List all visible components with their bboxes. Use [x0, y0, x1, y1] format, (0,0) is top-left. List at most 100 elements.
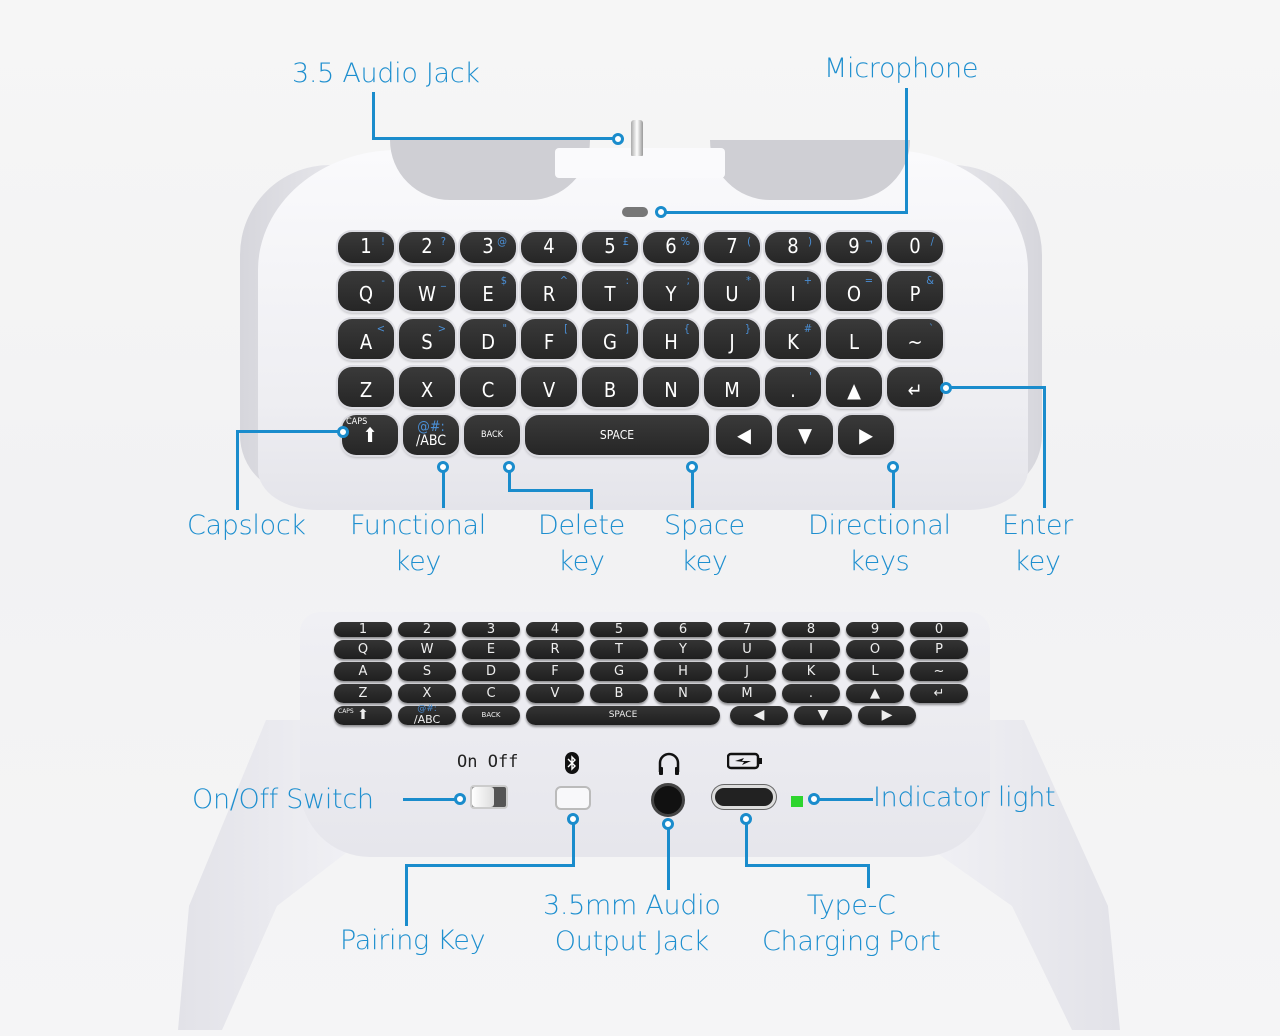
key-symbol[interactable]: .: [782, 683, 840, 703]
key-4[interactable]: 4: [526, 622, 584, 637]
key-k[interactable]: K: [782, 661, 840, 681]
key-c[interactable]: C: [462, 683, 520, 703]
key-symbol[interactable]: ~: [910, 661, 968, 681]
key-6[interactable]: 6%: [643, 232, 699, 264]
key-u[interactable]: U: [718, 639, 776, 659]
key-j[interactable]: J: [718, 661, 776, 681]
key-symbol[interactable]: ▲: [846, 683, 904, 703]
key-1[interactable]: 1!: [338, 232, 394, 264]
key-8[interactable]: 8: [782, 622, 840, 637]
key-v[interactable]: V: [521, 367, 577, 408]
key-b[interactable]: B: [582, 367, 638, 408]
key-g[interactable]: G]: [582, 319, 638, 360]
key-m[interactable]: M: [718, 683, 776, 703]
right-arrow-key[interactable]: ▶: [858, 705, 916, 725]
caps-key[interactable]: CAPS⬆: [342, 415, 398, 456]
key-h[interactable]: H: [654, 661, 712, 681]
key-f[interactable]: F[: [521, 319, 577, 360]
key-a[interactable]: A: [334, 661, 392, 681]
key-symbol[interactable]: ↵: [887, 367, 943, 408]
key-o[interactable]: O=: [826, 271, 882, 312]
key-5[interactable]: 5£: [582, 232, 638, 264]
left-arrow-key[interactable]: ◀: [730, 705, 788, 725]
key-0[interactable]: 0: [910, 622, 968, 637]
key-0[interactable]: 0/: [887, 232, 943, 264]
key-symbol[interactable]: ~`: [887, 319, 943, 360]
left-arrow-key[interactable]: ◀: [716, 415, 772, 456]
key-d[interactable]: D": [460, 319, 516, 360]
key-symbol[interactable]: ▲: [826, 367, 882, 408]
down-arrow-key[interactable]: ▼: [794, 705, 852, 725]
key-m[interactable]: M: [704, 367, 760, 408]
key-v[interactable]: V: [526, 683, 584, 703]
key-u[interactable]: U*: [704, 271, 760, 312]
key-f[interactable]: F: [526, 661, 584, 681]
space-key[interactable]: SPACE: [526, 705, 720, 725]
key-x[interactable]: X: [398, 683, 456, 703]
key-h[interactable]: H{: [643, 319, 699, 360]
key-y[interactable]: Y;: [643, 271, 699, 312]
key-c[interactable]: C: [460, 367, 516, 408]
key-p[interactable]: P&: [887, 271, 943, 312]
key-9[interactable]: 9: [846, 622, 904, 637]
pairing-button[interactable]: [555, 786, 591, 810]
key-y[interactable]: Y: [654, 639, 712, 659]
key-g[interactable]: G: [590, 661, 648, 681]
key-n[interactable]: N: [643, 367, 699, 408]
key-8[interactable]: 8): [765, 232, 821, 264]
key-r[interactable]: R^: [521, 271, 577, 312]
key-2[interactable]: 2?: [399, 232, 455, 264]
usb-c-port[interactable]: [712, 785, 776, 809]
key-z[interactable]: Z: [338, 367, 394, 408]
key-9[interactable]: 9¬: [826, 232, 882, 264]
key-t[interactable]: T:: [582, 271, 638, 312]
key-e[interactable]: E$: [460, 271, 516, 312]
key-a[interactable]: A<: [338, 319, 394, 360]
key-2[interactable]: 2: [398, 622, 456, 637]
key-j[interactable]: J}: [704, 319, 760, 360]
key-r[interactable]: R: [526, 639, 584, 659]
label-type-c-port: Type-C Charging Port: [762, 888, 941, 960]
space-key[interactable]: SPACE: [525, 415, 709, 456]
key-s[interactable]: S>: [399, 319, 455, 360]
switch-knob[interactable]: [472, 787, 494, 807]
caps-key[interactable]: CAPS⬆: [334, 705, 392, 725]
key-e[interactable]: E: [462, 639, 520, 659]
audio-output-jack[interactable]: [651, 783, 685, 817]
key-q[interactable]: Q-: [338, 271, 394, 312]
key-1[interactable]: 1: [334, 622, 392, 637]
key-3[interactable]: 3: [462, 622, 520, 637]
functional-key[interactable]: @#:/ABC: [403, 415, 459, 456]
key-5[interactable]: 5: [590, 622, 648, 637]
key-l[interactable]: L: [846, 661, 904, 681]
down-arrow-key[interactable]: ▼: [777, 415, 833, 456]
key-x[interactable]: X: [399, 367, 455, 408]
key-b[interactable]: B: [590, 683, 648, 703]
key-s[interactable]: S: [398, 661, 456, 681]
key-7[interactable]: 7: [718, 622, 776, 637]
key-i[interactable]: I+: [765, 271, 821, 312]
key-3[interactable]: 3@: [460, 232, 516, 264]
on-off-switch[interactable]: [470, 785, 508, 809]
back-key[interactable]: BACK: [464, 415, 520, 456]
key-7[interactable]: 7(: [704, 232, 760, 264]
key-l[interactable]: L: [826, 319, 882, 360]
key-w[interactable]: W_: [399, 271, 455, 312]
key-symbol[interactable]: .': [765, 367, 821, 408]
key-q[interactable]: Q: [334, 639, 392, 659]
key-k[interactable]: K#: [765, 319, 821, 360]
back-key[interactable]: BACK: [462, 705, 520, 725]
key-o[interactable]: O: [846, 639, 904, 659]
key-i[interactable]: I: [782, 639, 840, 659]
key-symbol[interactable]: ↵: [910, 683, 968, 703]
key-4[interactable]: 4: [521, 232, 577, 264]
key-6[interactable]: 6: [654, 622, 712, 637]
key-w[interactable]: W: [398, 639, 456, 659]
key-z[interactable]: Z: [334, 683, 392, 703]
key-n[interactable]: N: [654, 683, 712, 703]
key-d[interactable]: D: [462, 661, 520, 681]
functional-key[interactable]: @#:/ABC: [398, 704, 456, 725]
key-t[interactable]: T: [590, 639, 648, 659]
right-arrow-key[interactable]: ▶: [838, 415, 894, 456]
key-p[interactable]: P: [910, 639, 968, 659]
